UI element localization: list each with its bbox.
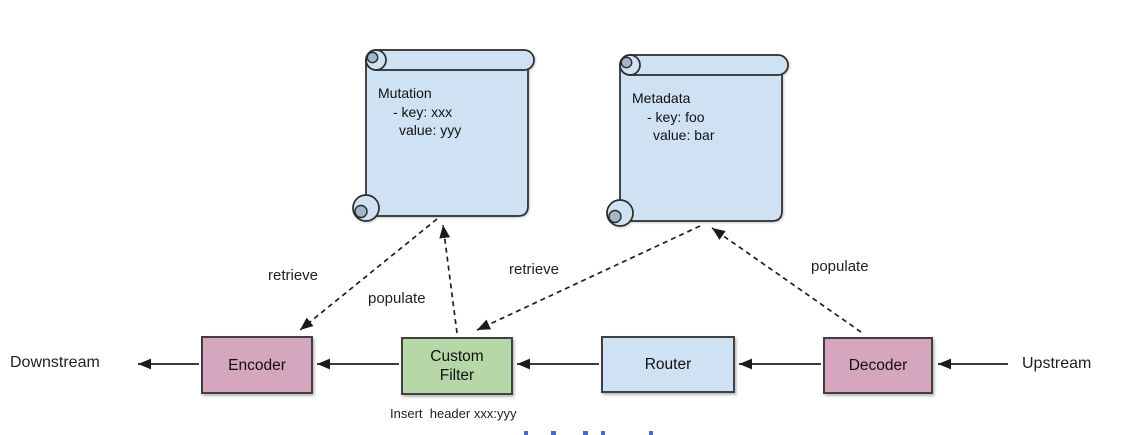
upstream-label: Upstream	[1022, 355, 1092, 372]
mutation-note: Mutation - key: xxx value: yyy	[352, 48, 549, 226]
metadata-note-key: - key: foo	[647, 108, 705, 125]
scroll-top-roll-end	[365, 49, 387, 71]
metadata-note-value: value: bar	[653, 127, 715, 143]
metadata-note-text: Metadata - key: foo value: bar	[632, 89, 714, 145]
dashed-arrow-retrieve-encoder	[299, 218, 438, 331]
scroll-body	[619, 64, 783, 222]
mutation-note-title: Mutation	[378, 85, 432, 101]
metadata-note: Metadata - key: foo value: bar	[606, 53, 803, 231]
dashed-arrow-retrieve-filter	[476, 225, 701, 331]
filter-caption: Insert header xxx:yyy	[390, 406, 517, 421]
cutoff-text-fragment	[551, 431, 556, 435]
edge-label-retrieve-filter: retrieve	[509, 261, 560, 278]
downstream-label: Downstream	[10, 354, 100, 371]
node-encoder-label: Encoder	[228, 356, 286, 374]
metadata-note-title: Metadata	[632, 90, 691, 106]
scroll-shape	[606, 54, 789, 227]
scroll-top-roll-end	[619, 54, 641, 76]
scroll-body	[365, 59, 529, 217]
dashed-arrow-populate-metadata	[711, 227, 862, 333]
node-custom-filter: Custom Filter	[401, 337, 513, 395]
cutoff-text-fragment	[524, 431, 528, 435]
node-encoder: Encoder	[201, 336, 313, 394]
scroll-bottom-curl-core	[608, 209, 622, 224]
edge-label-populate-mutation: populate	[368, 290, 426, 307]
dashed-arrow-populate-mutation	[439, 224, 458, 334]
mutation-note-value: value: yyy	[399, 122, 462, 138]
cutoff-text-fragment	[583, 431, 588, 435]
node-router-label: Router	[644, 356, 692, 373]
cutoff-text-fragment	[649, 431, 653, 435]
mutation-note-key: - key: xxx	[393, 103, 453, 120]
node-custom-filter-label: Custom Filter	[430, 348, 484, 384]
node-router: Router	[601, 336, 735, 393]
cutoff-text-fragment	[601, 431, 605, 435]
node-decoder: Decoder	[823, 337, 933, 394]
scroll-top-roll-core	[366, 51, 379, 64]
scroll-bottom-curl-core	[354, 204, 368, 219]
scroll-shape	[352, 49, 535, 222]
node-decoder-label: Decoder	[848, 357, 908, 374]
edge-label-retrieve-encoder: retrieve	[268, 267, 319, 284]
scroll-top-roll-core	[620, 56, 633, 69]
edge-label-populate-metadata: populate	[811, 258, 869, 275]
scroll-top-roll	[619, 54, 789, 76]
mutation-note-text: Mutation - key: xxx value: yyy	[378, 84, 461, 140]
scroll-top-roll	[365, 49, 535, 71]
